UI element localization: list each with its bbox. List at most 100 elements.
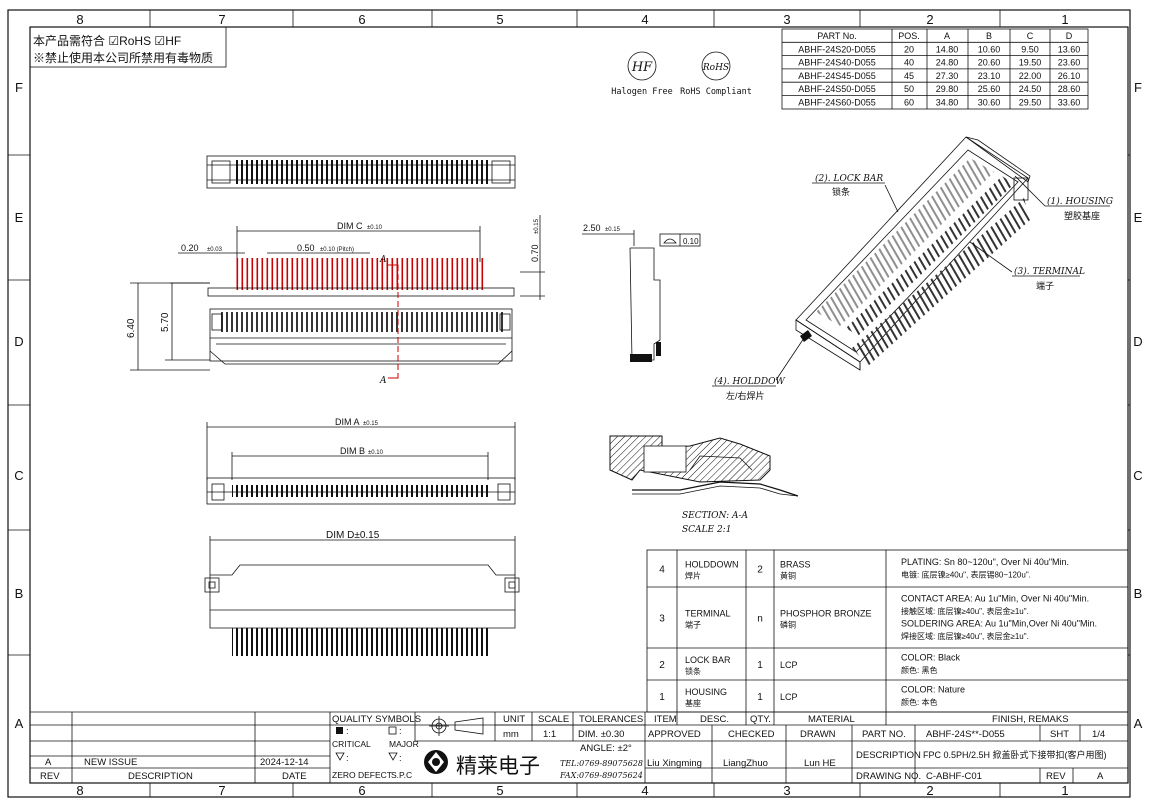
dim-b-label: DIM B [340,446,365,456]
part-table-cell: 24.50 [1019,84,1042,94]
part-table-cell: 29.80 [936,84,959,94]
bom-header-desc: DESC. [700,714,729,725]
company-tel: TEL:0769-89075628 [560,759,643,768]
sheet-header: SHT [1050,729,1069,740]
part-table-cell: 23.60 [1058,58,1081,68]
part-table-cell: 25.60 [978,84,1001,94]
part-table-cell: ABHF-24S45-D055 [798,71,876,81]
bom-part-name: TERMINAL [685,609,731,619]
part-table-header: A [944,31,950,41]
part-table-cell: 10.60 [978,44,1001,54]
holddown-callout: (4). HOLDDOW [714,376,785,387]
unit-header: UNIT [503,714,525,725]
zone-row-e: E [15,210,24,225]
part-table-header: PART No. [817,31,857,41]
svg-text::: : [399,753,402,764]
approved-value: Liu Xingming [647,758,702,769]
bom-header-qty: QTY. [750,714,771,725]
hf-badge: HF Halogen Free [611,51,673,97]
part-table-header: B [986,31,992,41]
zone-col-3: 3 [783,12,790,27]
part-table-cell: 34.80 [936,98,959,108]
bom-item-number: 2 [659,660,665,671]
bottom-view-drawing: DIM A ±0.15 DIM B ±0.10 [206,417,516,505]
dim-b-tol: ±0.10 [368,450,384,456]
bom-qty: n [757,614,763,625]
bom-material: LCP [780,660,798,670]
zone-row-f: F [15,80,23,95]
rohs-badge-text: RoHS [702,63,729,73]
dim-c-label: DIM C [337,221,363,231]
bom-qty: 1 [757,660,763,671]
critical-label: CRITICAL [332,739,371,749]
part-table-cell: 20 [904,44,914,54]
rohs-caption: RoHS Compliant [680,87,752,97]
zone-col-3-bottom: 3 [783,783,790,798]
bom-header-finish: FINISH, REMAKS [992,714,1069,725]
section-title: SECTION: A-A [682,511,749,521]
company-fax: FAX:0769-89075624 [559,771,643,780]
flatness-value: 0.10 [683,237,699,246]
bom-material: PHOSPHOR BRONZE [780,609,872,619]
bom-finish-line: PLATING: Sn 80~120u", Over Ni 40u"Min. [901,557,1069,567]
bom-finish-line: 电镀: 底层镍≥40u", 表层锡80~120u". [901,570,1031,580]
hf-caption: Halogen Free [611,87,672,97]
bom-item-number: 1 [659,692,665,703]
bom-finish-line: 颜色: 黑色 [901,665,937,675]
checked-header: CHECKED [728,729,775,740]
bom-part-name: HOLDDOWN [685,560,739,570]
svg-text::: : [346,726,349,737]
checked-value: LiangZhuo [723,758,768,769]
bom-item-number: 4 [659,565,665,576]
company-name: 精莱电子 [456,755,540,778]
quality-symbols-label: QUALITY SYMBOLS [332,714,421,725]
scale-header: SCALE [538,714,569,725]
bom-part-name-cn: 基座 [685,698,701,708]
zone-col-5-bottom: 5 [496,783,503,798]
dim-d-label: DIM D±0.15 [326,530,380,541]
section-scale: SCALE 2:1 [682,525,731,535]
zone-row-c-right: C [1133,468,1142,483]
bom-material-cn: 磷铜 [780,620,796,630]
section-mark-top: A [379,255,387,265]
terminal-callout: (3). TERMINAL [1014,266,1085,277]
tolerance-angle: ANGLE: ±2° [580,743,632,754]
sheet-value: 1/4 [1092,729,1105,740]
part-table-header: C [1027,31,1034,41]
part-table-cell: 9.50 [1021,44,1039,54]
isometric-view-drawing: (2). LOCK BAR 锁条 (1). HOUSING 塑胶基座 (3). … [712,136,1113,401]
zone-col-2: 2 [926,12,933,27]
part-table-cell: 40 [904,58,914,68]
pitch-tol: ±0.10 (Pitch) [320,247,354,253]
bom-part-name: HOUSING [685,687,727,697]
lock-bar-callout-cn: 锁条 [832,186,850,197]
bom-material-cn: 黄铜 [780,571,796,581]
part-table-cell: 24.80 [936,58,959,68]
housing-callout: (1). HOUSING [1047,196,1113,207]
spc-label: S.P.C [391,770,412,780]
zone-col-6-bottom: 6 [358,783,365,798]
pin-width-tol: ±0.03 [207,247,223,253]
lock-bar-callout: (2). LOCK BAR [815,173,883,184]
scale-value: 1:1 [543,729,556,740]
note-line-2: ※禁止使用本公司所禁用有毒物质 [33,50,213,65]
bom-finish-line: 接触区域: 底层镍≥40u", 表层金≥1u". [901,606,1029,616]
part-table-cell: 27.30 [936,71,959,81]
zone-col-8-bottom: 8 [76,783,83,798]
zone-col-1: 1 [1061,12,1068,27]
part-table-cell: ABHF-24S20-D055 [798,44,876,54]
pin-width-label: 0.20 [181,243,199,253]
bom-finish-line: COLOR: Nature [901,685,965,695]
description-header: DESCRIPTION [856,750,921,761]
bom-part-name-cn: 锁条 [685,666,701,676]
rev-value: A [1097,771,1104,782]
height-570-label: 5.70 [160,312,171,332]
approved-header: APPROVED [648,729,701,740]
pitch-label: 0.50 [297,243,315,253]
svg-text::: : [346,753,349,764]
part-table-cell: 28.60 [1058,84,1081,94]
zone-row-a: A [15,716,24,731]
